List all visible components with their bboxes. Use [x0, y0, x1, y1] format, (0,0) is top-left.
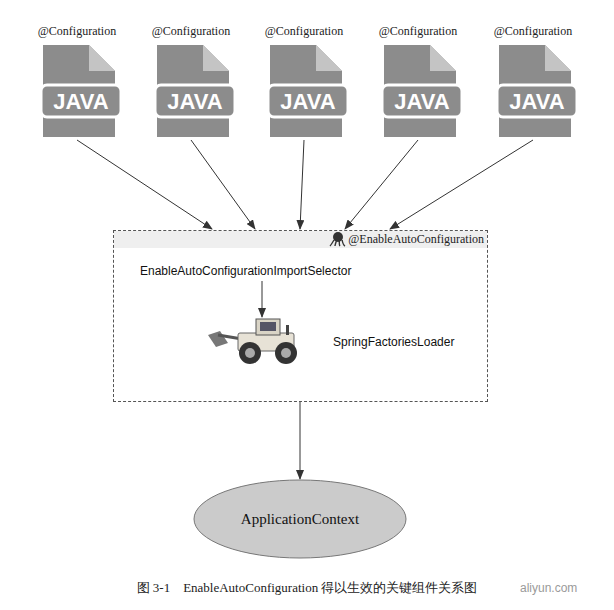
- annotation-container: @EnableAutoConfigurationEnableAutoConfig…: [113, 230, 488, 402]
- file-type-text: JAVA: [268, 88, 348, 116]
- file-type-text: JAVA: [382, 88, 462, 116]
- connector-arrow: [77, 140, 212, 229]
- connector-arrow: [300, 140, 304, 229]
- watermark: aliyun.com: [520, 581, 577, 595]
- java-file-icon: @ConfigurationJAVA: [141, 22, 241, 138]
- connector-arrow: [390, 140, 533, 229]
- file-type-text: JAVA: [41, 88, 121, 116]
- annotation-label: @Configuration: [254, 24, 354, 39]
- annotation-label: @Configuration: [27, 24, 127, 39]
- component-name: SpringFactoriesLoader: [333, 335, 454, 349]
- java-file-icon: @ConfigurationJAVA: [368, 22, 468, 138]
- java-file-icon: @ConfigurationJAVA: [27, 22, 127, 138]
- loader-component: SpringFactoriesLoader: [206, 313, 476, 365]
- annotation-label: @Configuration: [483, 24, 583, 39]
- component-label: EnableAutoConfigurationImportSelector: [140, 264, 351, 278]
- annotation-label: @EnableAutoConfiguration: [347, 232, 485, 247]
- file-type-text: JAVA: [155, 88, 235, 116]
- annotation-label: @Configuration: [368, 24, 468, 39]
- figure-caption: 图 3-1 EnableAutoConfiguration 得以生效的关键组件关…: [137, 579, 478, 597]
- connector-arrow: [262, 281, 263, 317]
- octopus-icon: [329, 231, 347, 247]
- component-name: EnableAutoConfigurationImportSelector: [140, 264, 351, 278]
- connector-arrow: [345, 140, 418, 229]
- connector-arrow: [300, 402, 301, 479]
- java-file-icon: @ConfigurationJAVA: [254, 22, 354, 138]
- java-file-icon: @ConfigurationJAVA: [483, 22, 583, 138]
- context-name: ApplicationContext: [241, 511, 359, 528]
- bulldozer-illustration: [206, 313, 306, 365]
- context-ellipse: ApplicationContext: [193, 479, 407, 559]
- file-type-text: JAVA: [497, 88, 577, 116]
- annotation-label: @Configuration: [141, 24, 241, 39]
- connector-arrow: [191, 140, 255, 229]
